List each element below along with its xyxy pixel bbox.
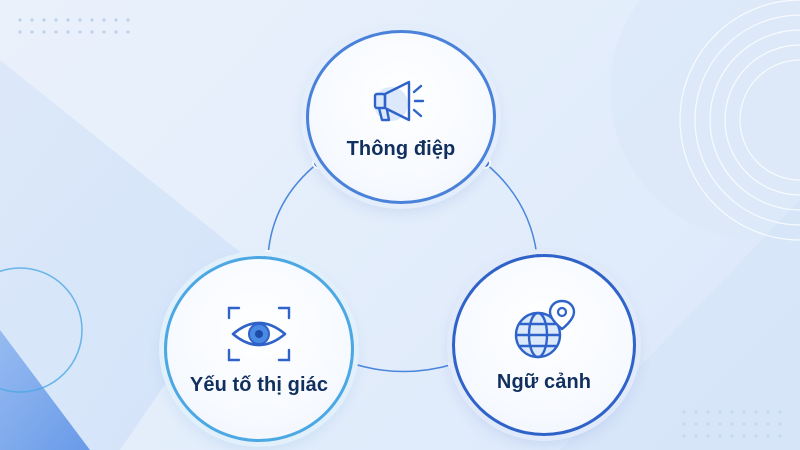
decor-dots-bottom-right (682, 410, 782, 438)
decor-rings-top-right (679, 0, 800, 241)
node-context: Ngữ cảnh (452, 254, 636, 436)
node-label: Yếu tố thị giác (189, 373, 329, 396)
eye-focus-icon (227, 306, 291, 361)
node-label: Ngữ cảnh (496, 370, 592, 393)
node-message: Thông điệp (306, 30, 496, 204)
connector-message-context (484, 162, 538, 257)
decor-circle-top-right (610, 0, 800, 240)
connector-message-visual (267, 162, 319, 257)
connector-visual-context (347, 361, 455, 373)
decor-band-left (0, 60, 250, 450)
globe-location-icon (514, 299, 576, 358)
megaphone-icon (373, 80, 425, 121)
node-label: Thông điệp (346, 137, 456, 160)
node-visual: Yếu tố thị giác (164, 256, 354, 442)
connector-lines (267, 162, 538, 373)
decor-ring-left (0, 267, 83, 393)
decor-corner-left (0, 330, 90, 450)
decor-dots-top-left (18, 18, 130, 34)
